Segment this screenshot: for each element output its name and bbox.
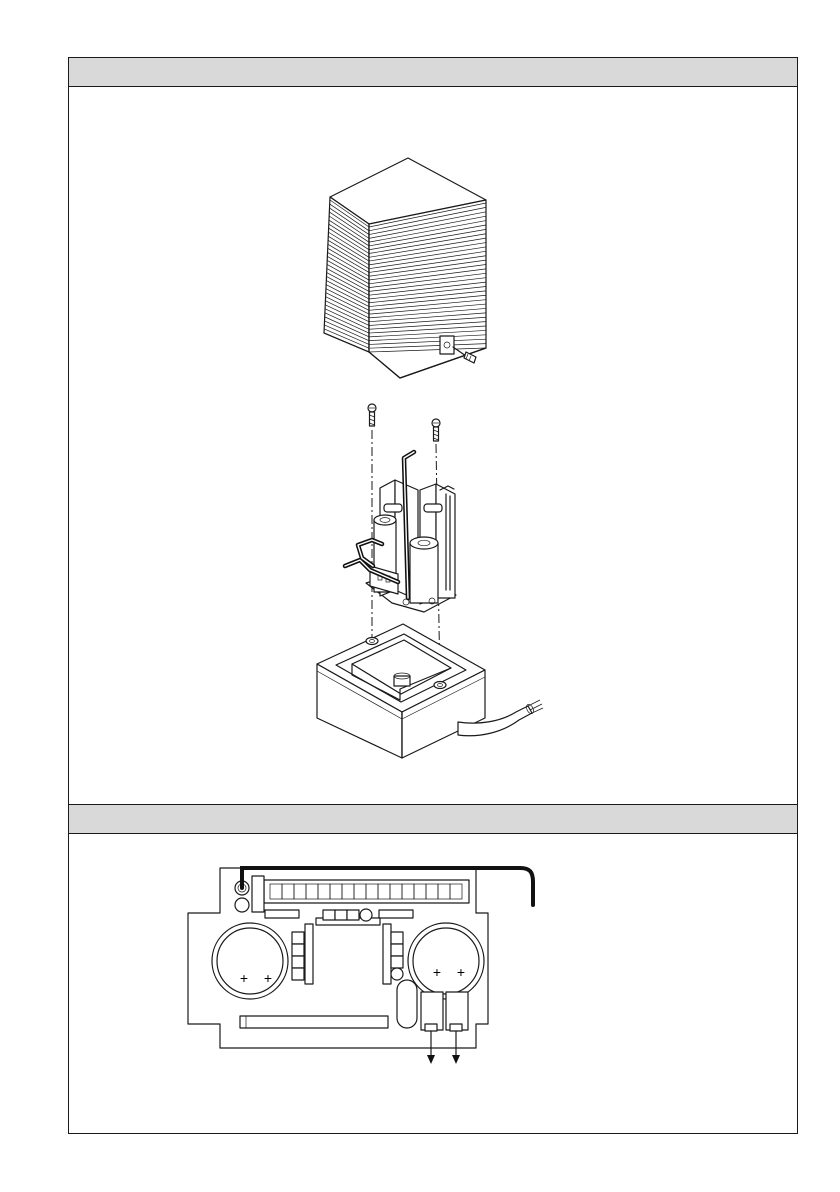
mounting-screw-right bbox=[432, 419, 440, 441]
plus-marking: + bbox=[457, 964, 465, 980]
plus-marking: + bbox=[433, 964, 441, 980]
wire-entry-hole-2 bbox=[235, 898, 249, 912]
power-unit bbox=[366, 480, 456, 612]
ground-box bbox=[317, 624, 485, 758]
plus-marking: + bbox=[240, 970, 248, 986]
terminal-block-left bbox=[252, 876, 264, 912]
mounting-screw-left bbox=[368, 404, 376, 426]
plus-marking: + bbox=[264, 970, 272, 986]
pcb-board: + + + + bbox=[188, 868, 488, 1048]
terminal-strip-bottom bbox=[240, 1016, 388, 1028]
capacitor-right bbox=[410, 543, 438, 603]
fuse bbox=[397, 980, 417, 1028]
cover-housing bbox=[324, 158, 486, 378]
cover-screw-boss bbox=[440, 336, 454, 354]
